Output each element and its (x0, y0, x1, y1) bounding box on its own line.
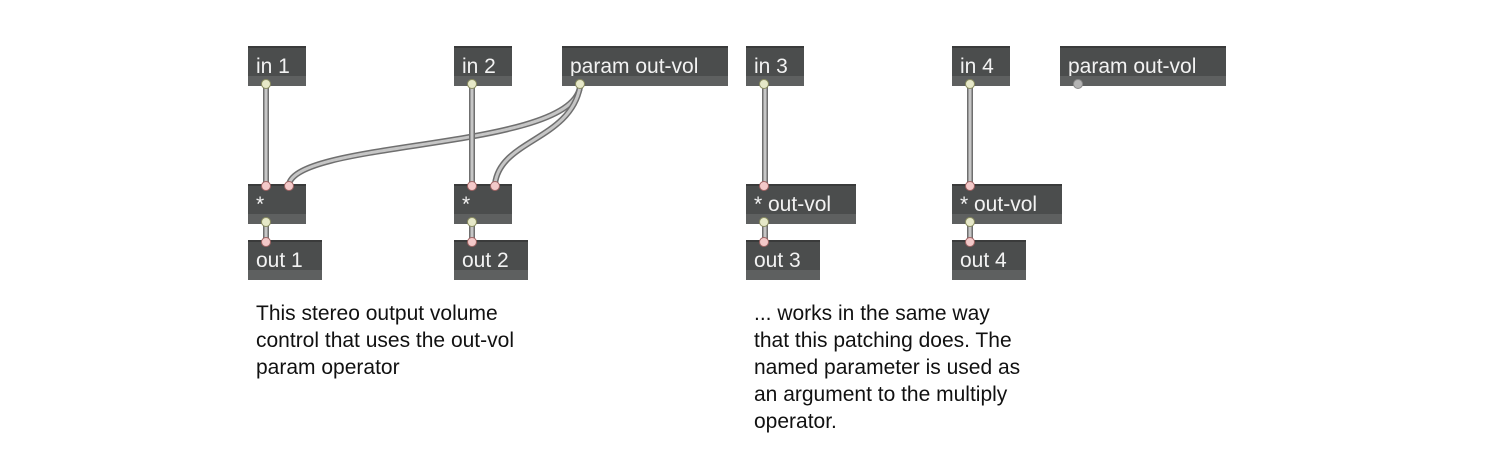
object-in-2[interactable]: in 2 (454, 46, 512, 89)
inlet-left[interactable] (759, 181, 769, 191)
object-label: * out-vol (960, 193, 1038, 216)
inlet-left[interactable] (965, 181, 975, 191)
outlet[interactable] (965, 217, 975, 227)
inlet[interactable] (261, 237, 271, 247)
object-label: in 2 (462, 55, 496, 78)
comment-line: operator. (754, 410, 837, 433)
object-in-4[interactable]: in 4 (952, 46, 1010, 89)
inlet[interactable] (759, 237, 769, 247)
outlet[interactable] (467, 79, 477, 89)
comment-left: This stereo output volume control that u… (256, 300, 514, 381)
outlet[interactable] (1073, 79, 1083, 89)
patch-cord (286, 84, 583, 187)
object-label: * out-vol (754, 193, 832, 216)
object-multiply-2[interactable]: * (454, 181, 512, 227)
outlet[interactable] (261, 217, 271, 227)
object-label: out 2 (462, 249, 509, 272)
object-label: param out-vol (1068, 55, 1197, 78)
inlet[interactable] (965, 237, 975, 247)
object-label: out 1 (256, 249, 303, 272)
outlet[interactable] (575, 79, 585, 89)
patch-cord (492, 84, 583, 187)
object-param-out-vol[interactable]: param out-vol (562, 46, 728, 89)
inlet-left[interactable] (467, 181, 477, 191)
inlet-right[interactable] (284, 181, 294, 191)
comment-line: This stereo output volume (256, 302, 498, 325)
outlet[interactable] (261, 79, 271, 89)
object-multiply-1[interactable]: * (248, 181, 306, 227)
object-in-1[interactable]: in 1 (248, 46, 306, 89)
outlet[interactable] (759, 217, 769, 227)
object-out-1[interactable]: out 1 (248, 237, 322, 280)
object-in-3[interactable]: in 3 (746, 46, 804, 89)
object-out-2[interactable]: out 2 (454, 237, 528, 280)
comment-line: named parameter is used as (754, 356, 1021, 379)
object-label: in 4 (960, 55, 994, 78)
object-multiply-out-vol-3[interactable]: * out-vol (746, 181, 856, 227)
outlet[interactable] (467, 217, 477, 227)
object-out-3[interactable]: out 3 (746, 237, 820, 280)
object-param-out-vol-2[interactable]: param out-vol (1060, 46, 1226, 89)
outlet[interactable] (759, 79, 769, 89)
comment-line: an argument to the multiply (754, 383, 1008, 406)
object-label: param out-vol (570, 55, 699, 78)
object-label: in 1 (256, 55, 290, 78)
object-label: * (256, 193, 265, 216)
object-label: * (462, 193, 471, 216)
object-label: out 3 (754, 249, 801, 272)
object-label: in 3 (754, 55, 788, 78)
object-multiply-out-vol-4[interactable]: * out-vol (952, 181, 1062, 227)
inlet-left[interactable] (261, 181, 271, 191)
inlet[interactable] (467, 237, 477, 247)
comment-line: control that uses the out-vol (256, 329, 514, 352)
comment-line: param operator (256, 356, 400, 379)
comment-line: ... works in the same way (754, 302, 990, 325)
comment-right: ... works in the same way that this patc… (754, 300, 1020, 435)
comment-line: that this patching does. The (754, 329, 1012, 352)
object-out-4[interactable]: out 4 (952, 237, 1026, 280)
inlet-right[interactable] (490, 181, 500, 191)
object-label: out 4 (960, 249, 1007, 272)
outlet[interactable] (965, 79, 975, 89)
